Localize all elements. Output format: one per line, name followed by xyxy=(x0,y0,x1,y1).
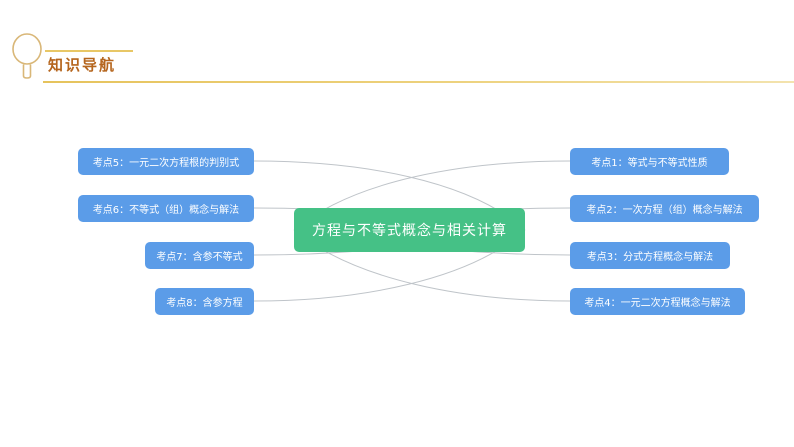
mindmap-node-kp6[interactable]: 考点6：不等式（组）概念与解法 xyxy=(78,195,254,222)
mindmap-node-kp4[interactable]: 考点4：一元二次方程概念与解法 xyxy=(570,288,745,315)
mindmap-node-kp2[interactable]: 考点2：一次方程（组）概念与解法 xyxy=(570,195,759,222)
header-rule-top xyxy=(45,50,133,52)
page-title: 知识导航 xyxy=(48,56,117,74)
mindmap-node-kp3[interactable]: 考点3：分式方程概念与解法 xyxy=(570,242,730,269)
mindmap-node-kp7[interactable]: 考点7：含参不等式 xyxy=(145,242,254,269)
header-rule-bottom xyxy=(43,81,794,83)
mindmap-diagram: 考点5：一元二次方程根的判别式 考点6：不等式（组）概念与解法 考点7：含参不等… xyxy=(0,100,794,447)
mindmap-node-kp5[interactable]: 考点5：一元二次方程根的判别式 xyxy=(78,148,254,175)
mindmap-node-kp1[interactable]: 考点1：等式与不等式性质 xyxy=(570,148,729,175)
mindmap-node-kp8[interactable]: 考点8：含参方程 xyxy=(155,288,254,315)
mindmap-center-node[interactable]: 方程与不等式概念与相关计算 xyxy=(294,208,525,252)
magnifier-icon xyxy=(12,33,42,79)
page-header: 知识导航 xyxy=(0,0,794,100)
